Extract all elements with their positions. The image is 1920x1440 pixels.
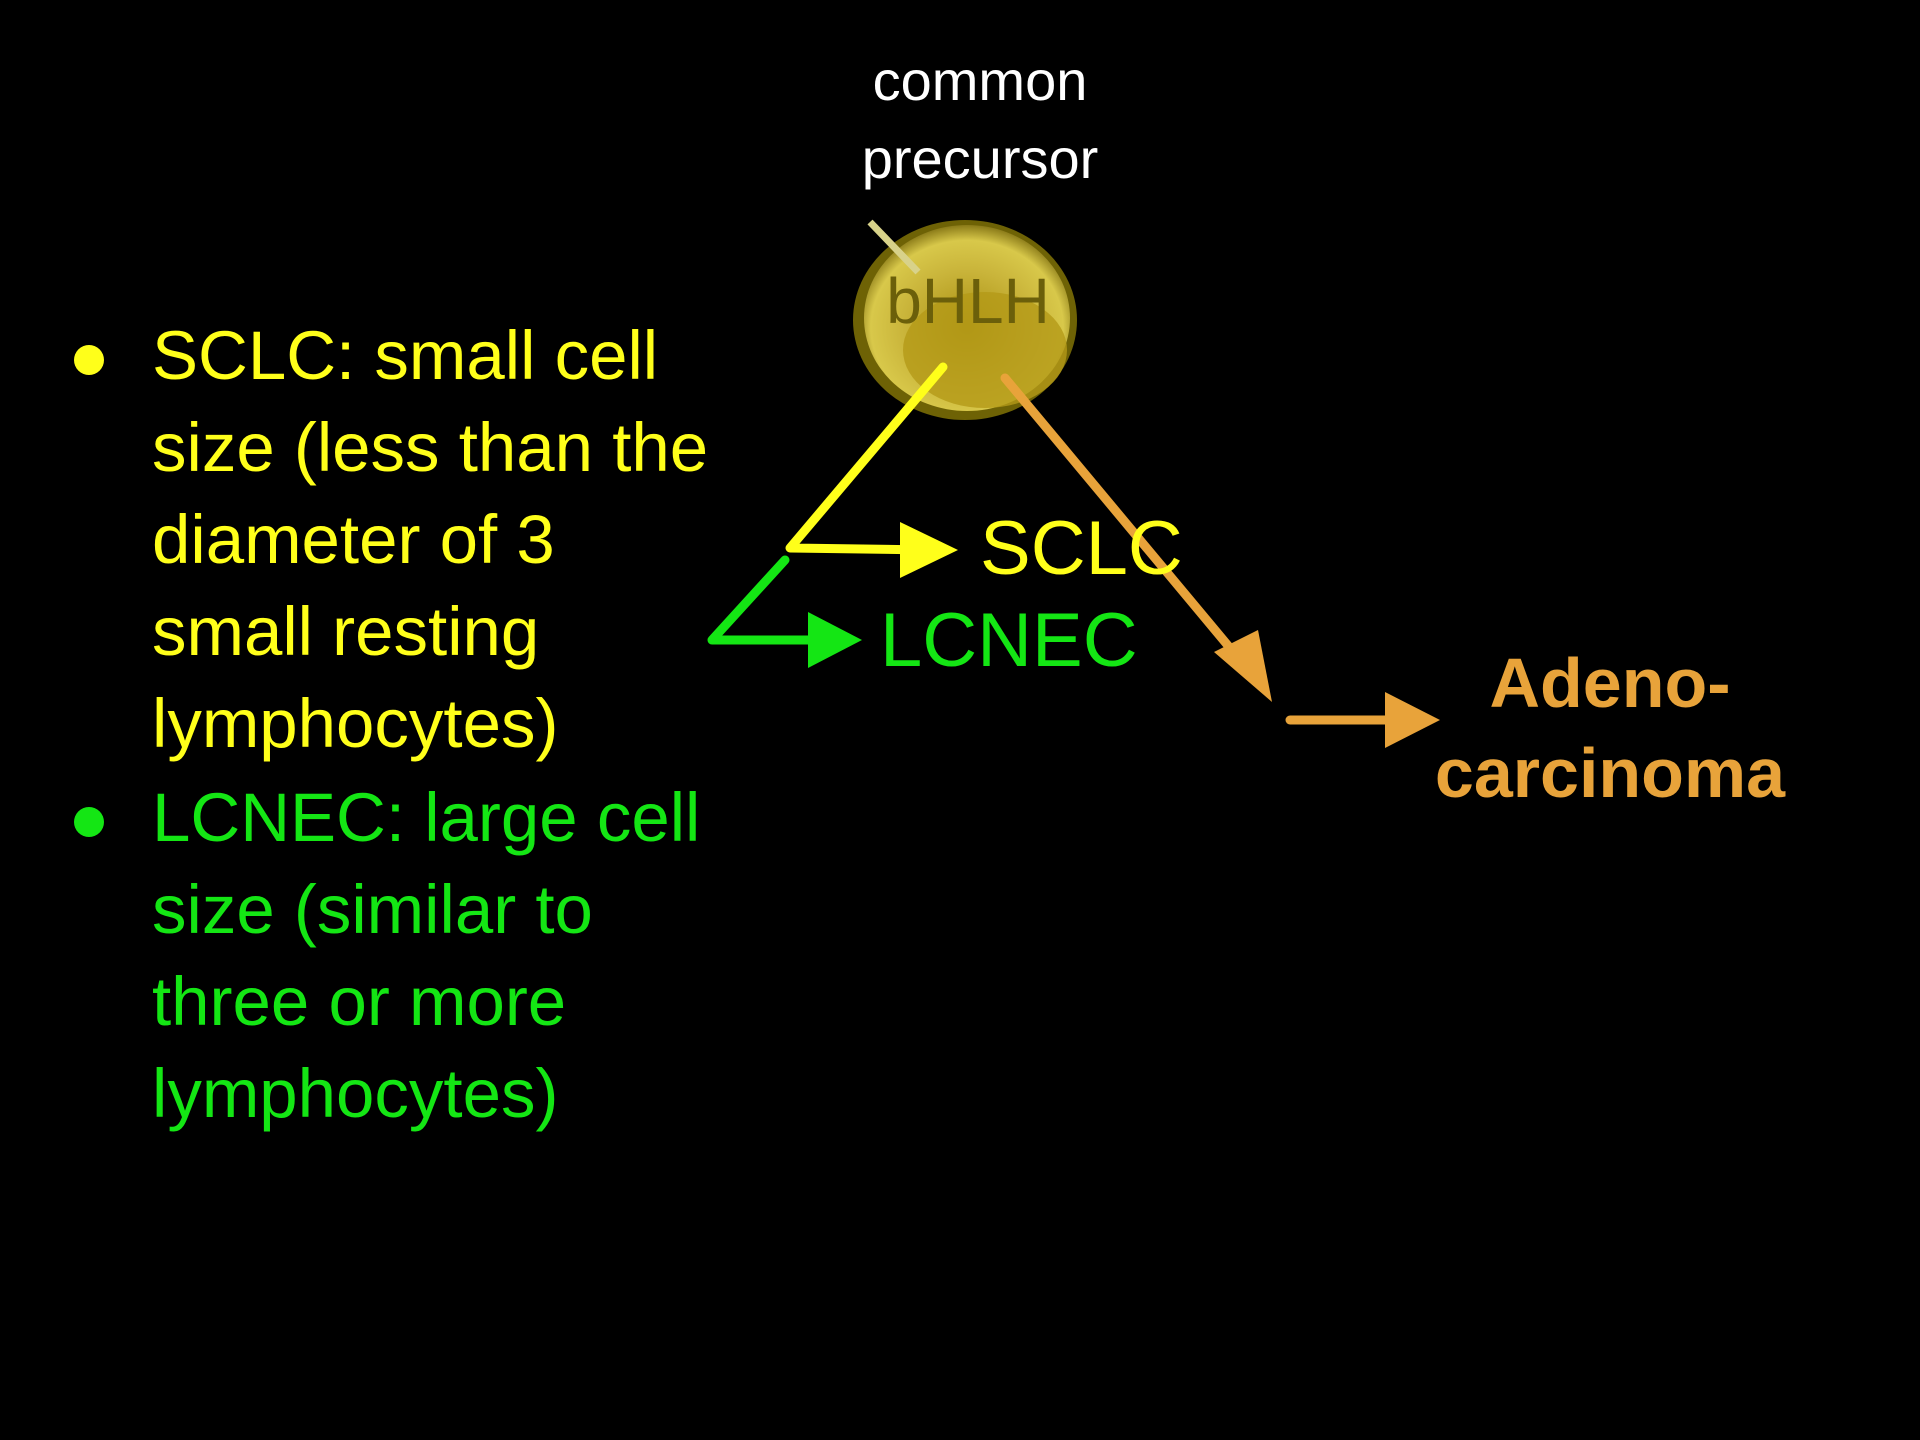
- lcnec-outcome-label: LCNEC: [880, 598, 1138, 683]
- cell-nucleus: [903, 292, 1067, 408]
- lcnec-arrow: [707, 555, 862, 668]
- sclc-arrow: [785, 362, 958, 578]
- adeno-arrow: [1000, 373, 1440, 748]
- sclc-outcome-label: SCLC: [980, 506, 1183, 591]
- adeno-line2: carcinoma: [1434, 734, 1786, 812]
- bullet-sclc-text: SCLC: small cell size (less than the dia…: [152, 317, 709, 762]
- precursor-line1: common: [872, 49, 1088, 112]
- bullet-dot-icon: [74, 345, 104, 375]
- precursor-label: common precursor: [830, 42, 1130, 198]
- bullet-dot-icon: [74, 807, 104, 837]
- bullet-list: SCLC: small cell size (less than the dia…: [70, 310, 710, 1140]
- precursor-cell: bHLH: [853, 219, 1077, 420]
- bullet-sclc: SCLC: small cell size (less than the dia…: [70, 310, 710, 770]
- bullet-lcnec: LCNEC: large cell size (similar to three…: [70, 772, 710, 1140]
- precursor-line2: precursor: [861, 127, 1099, 190]
- adeno-line1: Adeno-: [1489, 644, 1731, 722]
- bullet-lcnec-text: LCNEC: large cell size (similar to three…: [152, 779, 701, 1132]
- adenocarcinoma-outcome-label: Adeno- carcinoma: [1390, 638, 1830, 818]
- cell-label: bHLH: [886, 265, 1050, 337]
- needle-icon: [867, 219, 921, 275]
